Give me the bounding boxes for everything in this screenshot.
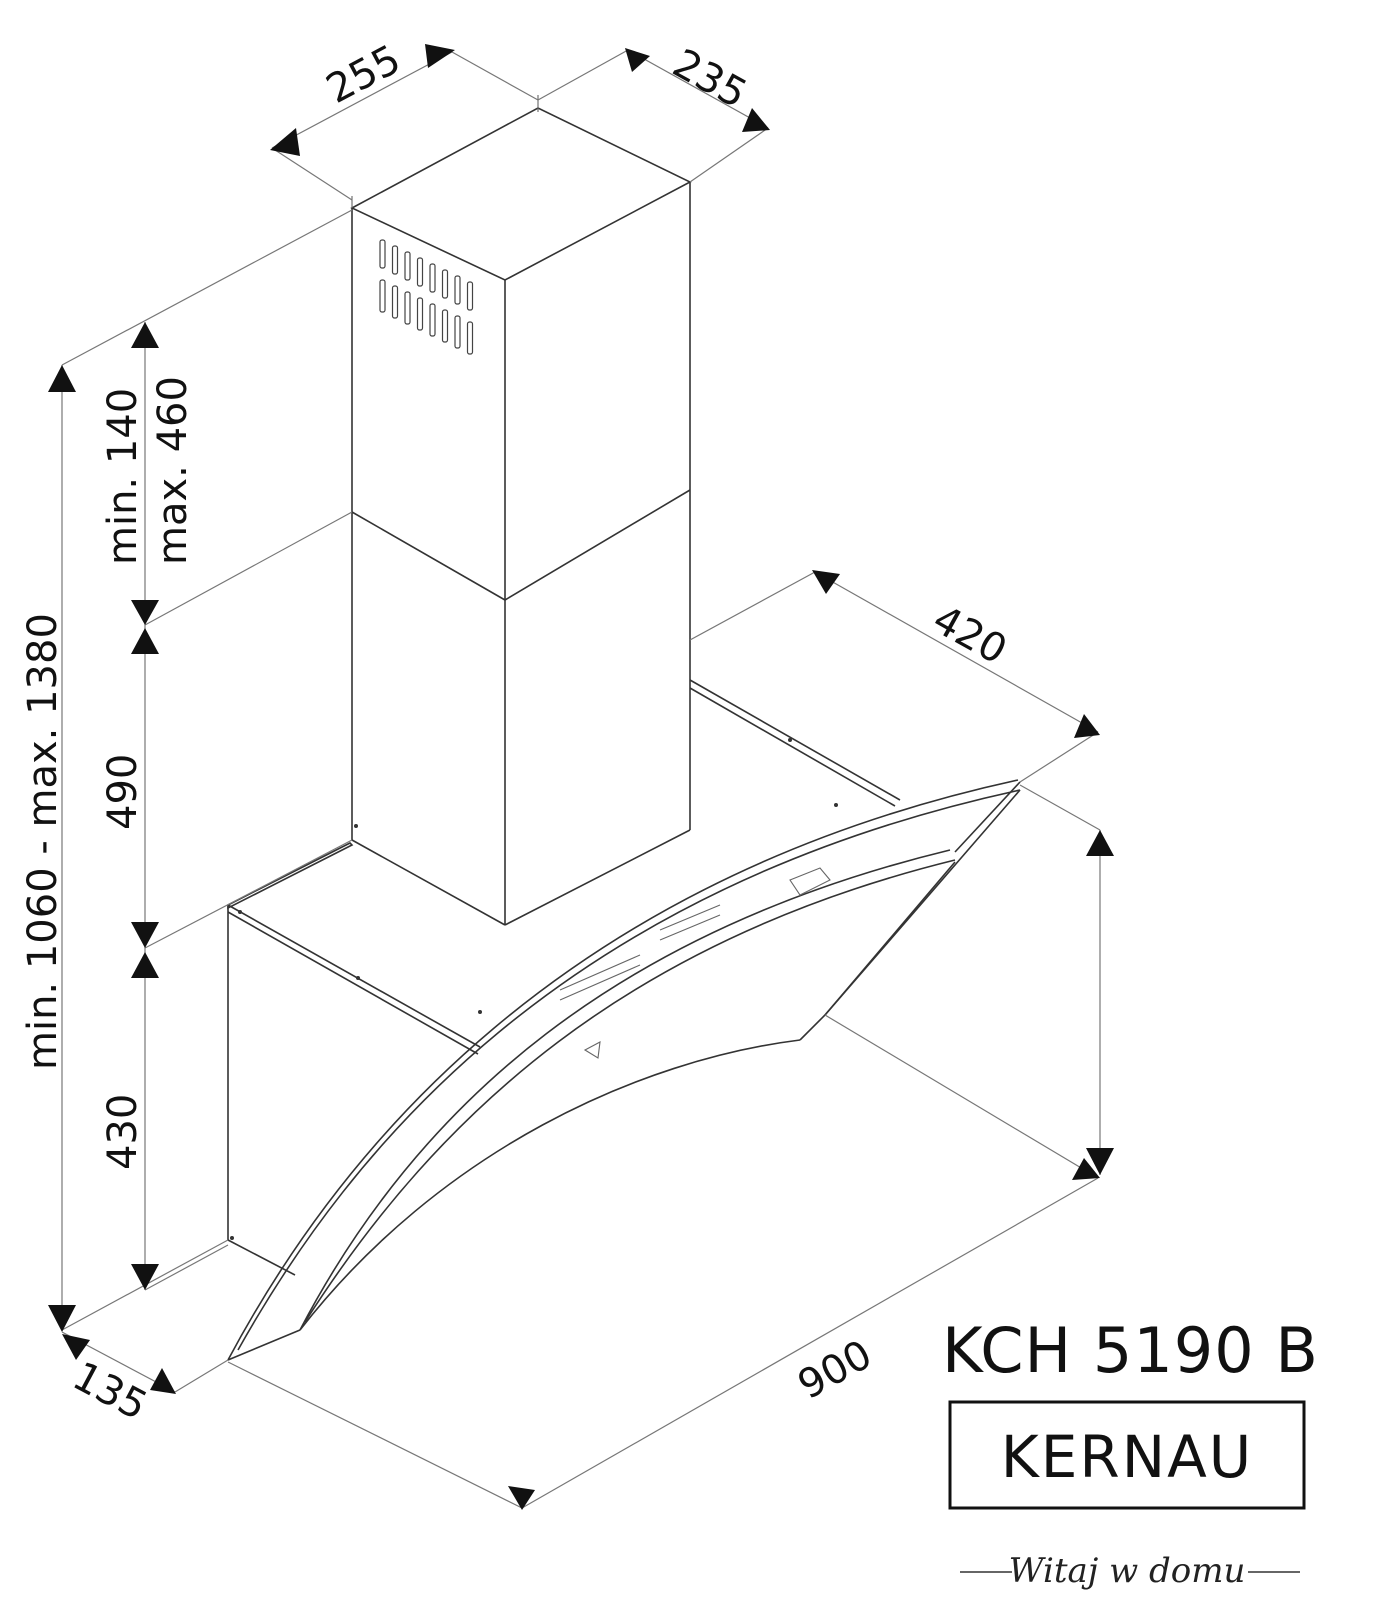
label-420: 420 bbox=[925, 597, 1014, 674]
vent-slot bbox=[416, 257, 424, 287]
tagline: Witaj w domu bbox=[1009, 1551, 1246, 1591]
dimension-labels: 255 235 420 min. 140 max. 460 490 430 mi… bbox=[20, 36, 1014, 1429]
arrow-right-bottom bbox=[1086, 1148, 1114, 1175]
label-900: 900 bbox=[791, 1331, 880, 1408]
vent-slot bbox=[454, 275, 461, 305]
vent-slot bbox=[391, 245, 399, 275]
arrow-255-left bbox=[270, 128, 300, 156]
arrow-135-left bbox=[62, 1334, 90, 1360]
vent-slots bbox=[379, 239, 474, 355]
vent-slot bbox=[404, 291, 411, 325]
chimney-lower bbox=[351, 490, 691, 926]
arrowheads bbox=[48, 44, 1114, 1510]
arrow-420-top bbox=[812, 570, 840, 594]
dimension-lines bbox=[61, 49, 1101, 1509]
arrow-430-bottom bbox=[131, 1264, 159, 1290]
arrow-490-bottom bbox=[131, 922, 159, 948]
arrow-right-top bbox=[1086, 830, 1114, 856]
arrow-140-top bbox=[131, 322, 159, 348]
vent-slot bbox=[441, 309, 449, 343]
label-total-height: min. 1060 - max. 1380 bbox=[20, 613, 66, 1070]
arrow-900-left bbox=[508, 1486, 535, 1510]
vent-slot bbox=[429, 303, 436, 337]
vent-slot bbox=[466, 321, 474, 355]
arrow-490-top bbox=[131, 628, 159, 654]
vent-slot bbox=[416, 297, 424, 331]
label-430: 430 bbox=[100, 1094, 146, 1170]
label-235: 235 bbox=[665, 41, 754, 118]
vent-slot bbox=[379, 239, 386, 269]
arrow-235-right bbox=[742, 108, 770, 132]
vent-slot bbox=[429, 263, 436, 293]
vent-slot bbox=[391, 285, 399, 319]
brand-box bbox=[948, 1400, 1306, 1510]
label-490: 490 bbox=[100, 754, 146, 830]
chimney-upper bbox=[350, 95, 692, 601]
hood-body bbox=[227, 679, 1021, 1361]
arrow-900-right bbox=[1072, 1158, 1100, 1180]
arrow-140-bottom bbox=[131, 600, 159, 625]
label-max-460: max. 460 bbox=[150, 376, 196, 565]
brand-name: KERNAU bbox=[1001, 1423, 1254, 1491]
label-255: 255 bbox=[319, 36, 408, 112]
vent-slot bbox=[454, 315, 461, 349]
arrow-430-top bbox=[131, 952, 159, 978]
arrow-135-right bbox=[150, 1368, 176, 1394]
branding: KCH 5190 B KERNAU Witaj w domu bbox=[942, 1314, 1319, 1591]
arrow-420-bottom bbox=[1074, 714, 1100, 738]
model-name: KCH 5190 B bbox=[942, 1314, 1319, 1387]
vent-slot bbox=[466, 281, 474, 311]
arrow-total-bottom bbox=[48, 1305, 76, 1332]
arrow-235-left bbox=[625, 48, 650, 72]
vent-slot bbox=[404, 251, 411, 281]
arrow-total-top bbox=[48, 365, 76, 392]
vent-slot bbox=[441, 269, 449, 299]
label-min-140: min. 140 bbox=[100, 388, 146, 565]
vent-slot bbox=[379, 279, 386, 313]
label-135: 135 bbox=[65, 1353, 154, 1429]
arrow-255-right bbox=[425, 44, 455, 68]
